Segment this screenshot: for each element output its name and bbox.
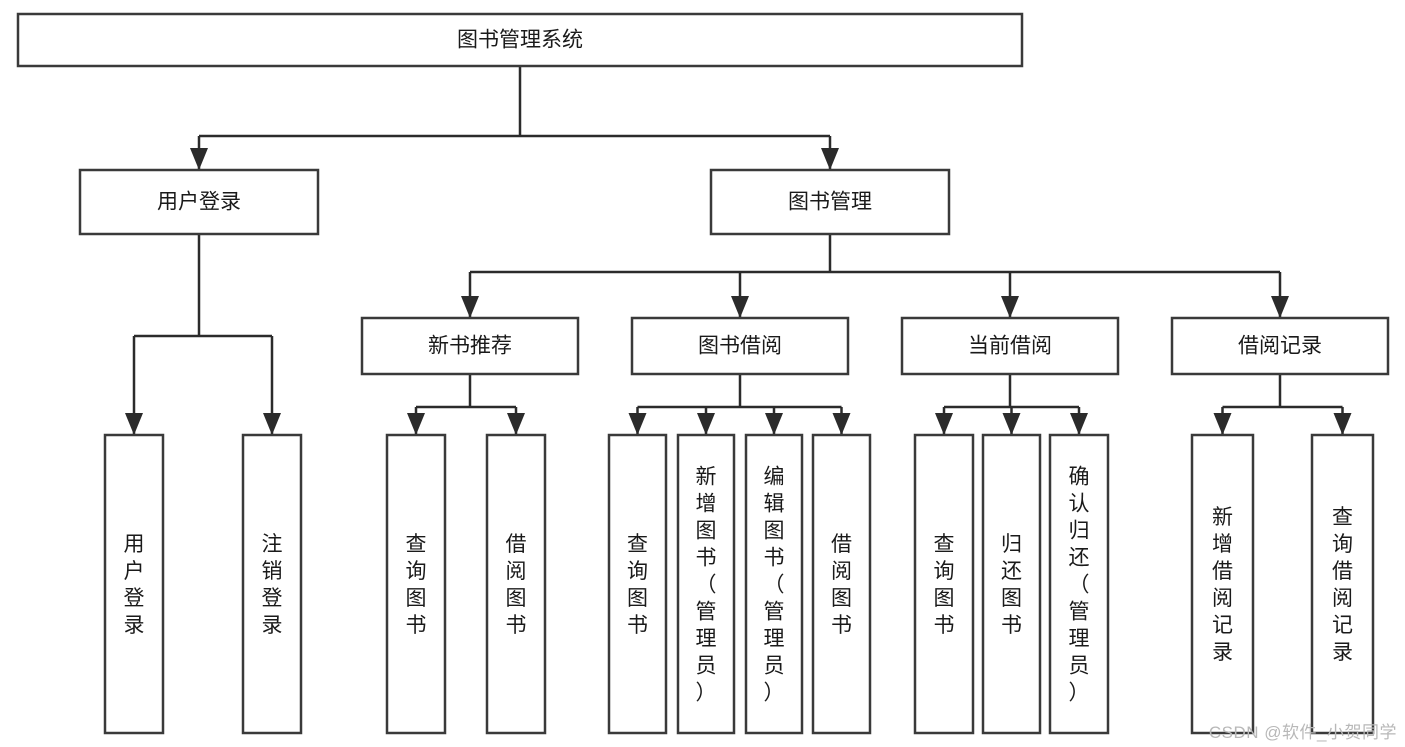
- node-leaf-query-book-2[interactable]: 查询图书: [607, 433, 668, 735]
- node-label-borrow-record: 借阅记录: [1238, 335, 1322, 358]
- node-leaf-add-borrow-record[interactable]: 新增借阅记录: [1190, 433, 1255, 735]
- node-leaf-query-book-1[interactable]: 查询图书: [385, 433, 447, 735]
- node-label-leaf-user-login: 用户登录: [124, 533, 145, 637]
- node-label-book-borrow: 图书借阅: [698, 335, 782, 358]
- arrow-head-icon: [1213, 413, 1232, 435]
- arrow-head-icon: [1070, 413, 1088, 435]
- edges-root-to-level2: [190, 66, 839, 170]
- node-box-new-book-recommend: [360, 316, 580, 376]
- node-label-user-login: 用户登录: [157, 191, 241, 214]
- node-current-borrow[interactable]: 当前借阅: [900, 316, 1120, 376]
- node-label-leaf-query-borrow-record: 查询借阅记录: [1332, 506, 1353, 664]
- arrow-head-icon: [190, 148, 208, 170]
- node-box-leaf-confirm-return: [1048, 433, 1110, 735]
- node-label-root: 图书管理系统: [457, 29, 583, 52]
- node-box-leaf-edit-book: [744, 433, 804, 735]
- node-box-leaf-logout-login: [241, 433, 303, 735]
- arrow-head-icon: [507, 413, 525, 435]
- node-leaf-query-borrow-record[interactable]: 查询借阅记录: [1310, 433, 1375, 735]
- node-label-leaf-query-book-3: 查询图书: [934, 533, 955, 637]
- node-box-book-borrow: [630, 316, 850, 376]
- node-new-book-recommend[interactable]: 新书推荐: [360, 316, 580, 376]
- node-root[interactable]: 图书管理系统: [16, 12, 1024, 68]
- node-label-leaf-borrow-book-1: 借阅图书: [506, 533, 527, 637]
- node-leaf-return-book[interactable]: 归还图书: [981, 433, 1042, 735]
- arrow-head-icon: [1001, 296, 1019, 318]
- node-leaf-add-book[interactable]: 新增图书（管理员）: [676, 433, 736, 735]
- node-box-leaf-add-book: [676, 433, 736, 735]
- node-leaf-confirm-return[interactable]: 确认归还（管理员）: [1048, 433, 1110, 735]
- arrow-head-icon: [697, 413, 715, 435]
- node-book-manage[interactable]: 图书管理: [709, 168, 951, 236]
- node-label-leaf-return-book: 归还图书: [1001, 533, 1022, 637]
- node-box-leaf-return-book: [981, 433, 1042, 735]
- node-leaf-query-book-3[interactable]: 查询图书: [913, 433, 975, 735]
- arrow-head-icon: [263, 413, 281, 435]
- node-box-borrow-record: [1170, 316, 1390, 376]
- node-box-user-login: [78, 168, 320, 236]
- node-label-leaf-query-book-1: 查询图书: [406, 533, 427, 637]
- arrow-head-icon: [1333, 413, 1352, 435]
- arrow-head-icon: [1271, 296, 1289, 318]
- node-borrow-record[interactable]: 借阅记录: [1170, 316, 1390, 376]
- node-box-leaf-user-login: [103, 433, 165, 735]
- node-leaf-borrow-book-1[interactable]: 借阅图书: [485, 433, 547, 735]
- arrow-head-icon: [731, 296, 749, 318]
- node-box-book-manage: [709, 168, 951, 236]
- edges-borrow-record-to-leaves: [1213, 374, 1352, 435]
- arrow-head-icon: [125, 413, 143, 435]
- node-label-leaf-add-borrow-record: 新增借阅记录: [1212, 506, 1233, 664]
- edges-book-borrow-to-leaves: [628, 374, 851, 435]
- diagram-nodes-layer: 图书管理系统用户登录图书管理新书推荐图书借阅当前借阅借阅记录用户登录注销登录查询…: [16, 12, 1390, 735]
- arrow-head-icon: [935, 413, 953, 435]
- node-label-leaf-edit-book: 编辑图书（管理员）: [764, 466, 785, 705]
- node-label-leaf-query-book-2: 查询图书: [627, 533, 648, 637]
- node-leaf-logout-login[interactable]: 注销登录: [241, 433, 303, 735]
- arrow-head-icon: [461, 296, 479, 318]
- node-box-current-borrow: [900, 316, 1120, 376]
- node-label-book-manage: 图书管理: [788, 191, 872, 214]
- node-leaf-borrow-book-2[interactable]: 借阅图书: [811, 433, 872, 735]
- node-box-leaf-add-borrow-record: [1190, 433, 1255, 735]
- node-label-leaf-logout-login: 注销登录: [262, 533, 283, 637]
- node-book-borrow[interactable]: 图书借阅: [630, 316, 850, 376]
- node-label-leaf-confirm-return: 确认归还（管理员）: [1069, 466, 1090, 705]
- edges-book-manage-to-level3: [461, 234, 1289, 318]
- node-user-login[interactable]: 用户登录: [78, 168, 320, 236]
- connector-edges-layer: [125, 66, 1352, 435]
- node-box-leaf-query-book-1: [385, 433, 447, 735]
- node-box-leaf-query-book-2: [607, 433, 668, 735]
- node-box-leaf-borrow-book-2: [811, 433, 872, 735]
- arrow-head-icon: [765, 413, 783, 435]
- edges-current-borrow-to-leaves: [935, 374, 1088, 435]
- node-label-current-borrow: 当前借阅: [968, 335, 1052, 358]
- node-leaf-user-login[interactable]: 用户登录: [103, 433, 165, 735]
- node-box-root: [16, 12, 1024, 68]
- arrow-head-icon: [407, 413, 425, 435]
- node-box-leaf-borrow-book-1: [485, 433, 547, 735]
- node-label-leaf-add-book: 新增图书（管理员）: [696, 466, 717, 705]
- node-box-leaf-query-borrow-record: [1310, 433, 1375, 735]
- node-label-leaf-borrow-book-2: 借阅图书: [831, 533, 852, 637]
- arrow-head-icon: [832, 413, 851, 435]
- arrow-head-icon: [1002, 413, 1021, 435]
- node-box-leaf-query-book-3: [913, 433, 975, 735]
- edges-user-login-to-leaves: [125, 234, 281, 435]
- node-label-new-book-recommend: 新书推荐: [428, 335, 512, 358]
- node-leaf-edit-book[interactable]: 编辑图书（管理员）: [744, 433, 804, 735]
- arrow-head-icon: [628, 413, 647, 435]
- edges-new-book-recommend-to-leaves: [407, 374, 525, 435]
- arrow-head-icon: [821, 148, 839, 170]
